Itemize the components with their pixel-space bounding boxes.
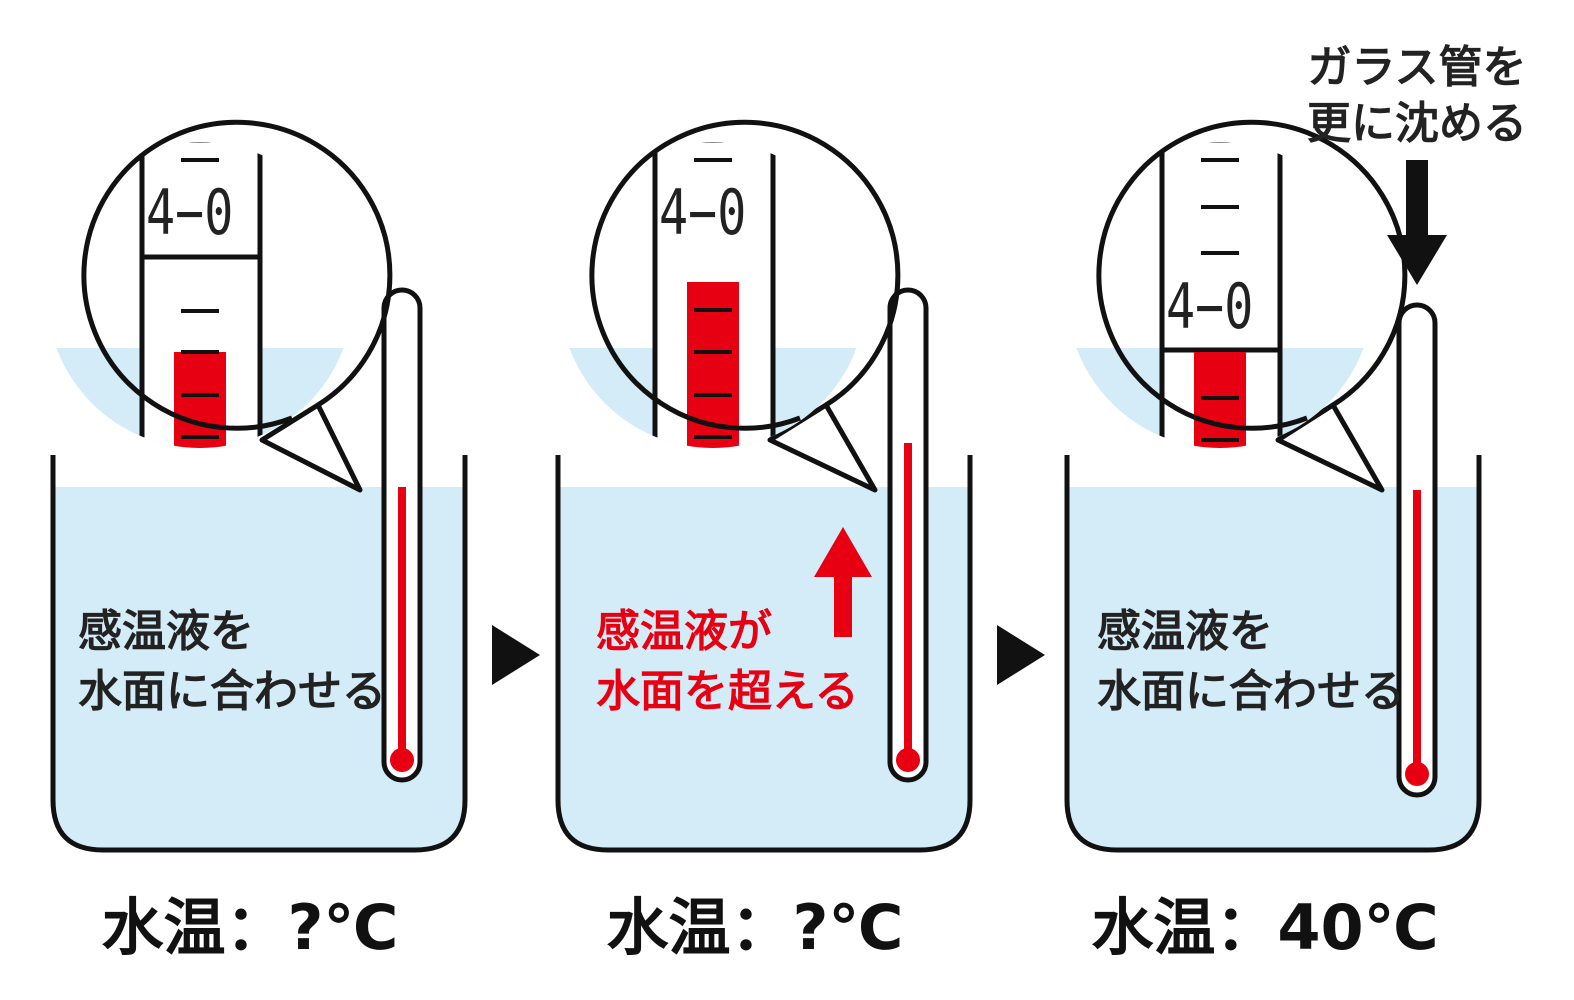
panel-2 xyxy=(555,119,1045,853)
water-temp-2: 水温：?℃ xyxy=(606,891,904,964)
scale-label-1: 4−0 xyxy=(146,176,234,249)
caption-3: 感温液を 水面に合わせる xyxy=(1097,602,1405,722)
caption-1: 感温液を 水面に合わせる xyxy=(78,602,386,722)
sink-tube-note-line-2: 更に沈める xyxy=(1307,98,1527,149)
beaker-1 xyxy=(50,455,468,853)
sink-tube-note: ガラス管を 更に沈める xyxy=(1287,40,1547,152)
beaker-2 xyxy=(555,455,973,853)
panel-3 xyxy=(1064,119,1482,853)
caption-3-line-1: 感温液を xyxy=(1097,606,1273,657)
beaker-3 xyxy=(1064,455,1482,853)
beaker-1-water xyxy=(53,487,465,850)
beaker-2-water xyxy=(558,487,970,850)
water-temp-1: 水温：?℃ xyxy=(101,891,399,964)
caption-3-line-2: 水面に合わせる xyxy=(1097,666,1405,717)
thermometer-2 xyxy=(887,287,929,783)
caption-2-line-1: 感温液が xyxy=(596,606,772,657)
scale-label-3: 4−0 xyxy=(1166,270,1254,343)
caption-2-line-2: 水面を超える xyxy=(596,666,859,717)
arrow-right-icon xyxy=(492,625,540,685)
thermometer-1 xyxy=(381,287,423,783)
caption-1-line-1: 感温液を xyxy=(78,606,254,657)
magnifier-bubble-2 xyxy=(560,119,901,493)
beaker-3-water xyxy=(1067,487,1479,850)
panel-1 xyxy=(47,119,540,853)
water-temp-3: 水温：40℃ xyxy=(1091,891,1439,964)
sink-tube-note-line-1: ガラス管を xyxy=(1307,42,1527,93)
magnifier-bubble-1 xyxy=(47,119,393,493)
arrow-up-icon xyxy=(814,527,872,637)
caption-2: 感温液が 水面を超える xyxy=(596,602,859,722)
arrow-right-icon xyxy=(997,625,1045,685)
scale-label-2: 4−0 xyxy=(659,176,747,249)
arrow-down-icon xyxy=(1387,160,1447,285)
caption-1-line-2: 水面に合わせる xyxy=(78,666,386,717)
thermometer-3 xyxy=(1396,302,1438,798)
